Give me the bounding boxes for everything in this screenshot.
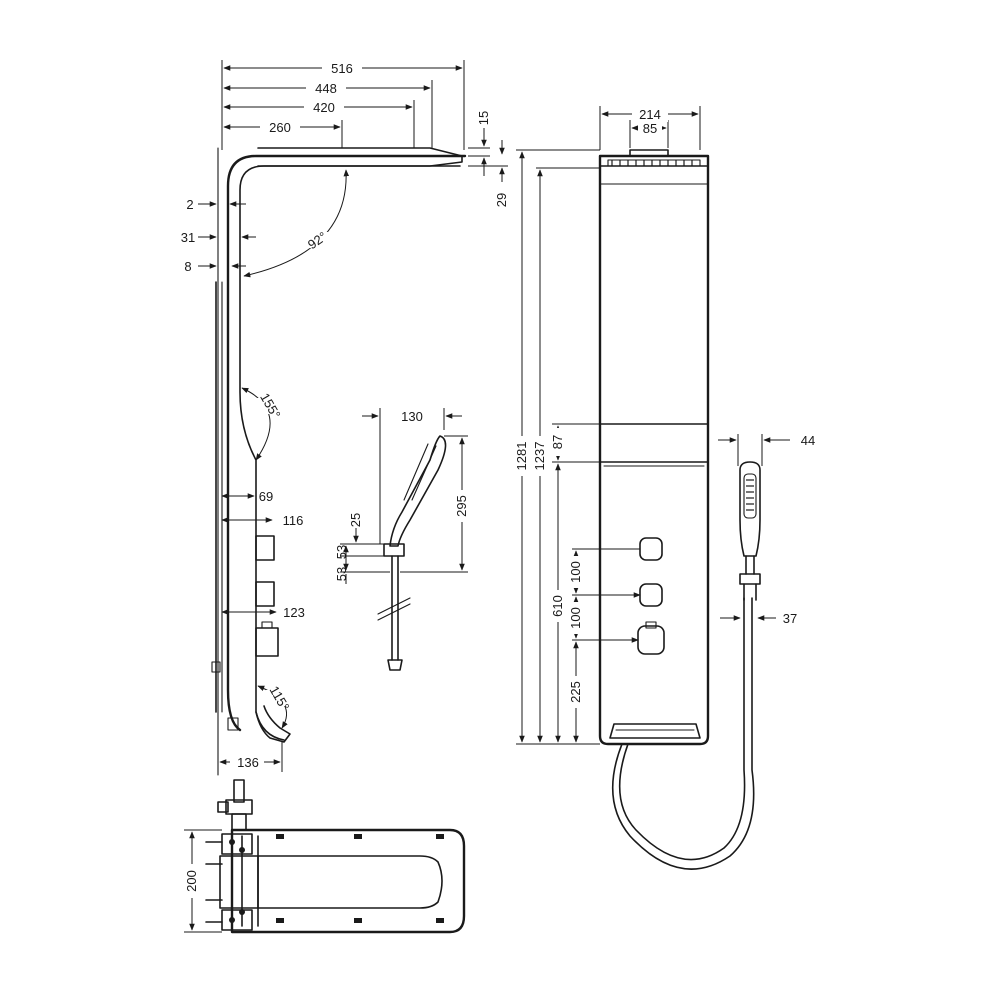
dim-2: 2	[186, 197, 193, 212]
dim-295: 295	[454, 495, 469, 517]
dim-123: 123	[283, 605, 305, 620]
plan-panel-inner	[257, 855, 443, 909]
dim-610: 610	[550, 595, 565, 617]
dim-516: 516	[331, 61, 353, 76]
dim-448: 448	[315, 81, 337, 96]
front-spout	[609, 723, 701, 739]
dim-37: 37	[783, 611, 797, 626]
hose-loop-inner	[618, 597, 746, 861]
plan-view: 200	[184, 779, 466, 934]
handshower-front-body	[739, 461, 761, 557]
dim-225: 225	[568, 681, 583, 703]
mount-slot	[276, 834, 284, 839]
front-view: 214 85 1281 1237 87 610 100 100	[514, 106, 755, 870]
front-knob-upper	[639, 537, 663, 561]
dim-53-lower: 53	[334, 567, 349, 581]
side-view: 516 448 420 260 15 29 2 31 8 92°	[181, 60, 509, 776]
panel-outline	[598, 154, 710, 746]
handshower-holder	[383, 543, 405, 557]
dim-1237: 1237	[532, 442, 547, 471]
dim-85: 85	[643, 121, 657, 136]
dim-214: 214	[639, 107, 661, 122]
dim-8: 8	[184, 259, 191, 274]
dim-200: 200	[184, 870, 199, 892]
side-knob-upper	[255, 535, 275, 561]
angle-155-arc	[241, 387, 271, 461]
angle-92-arc	[243, 169, 350, 278]
dim-130: 130	[401, 409, 423, 424]
handshower-body	[389, 435, 447, 547]
dim-1281: 1281	[514, 442, 529, 471]
front-knob-middle	[639, 583, 663, 607]
plan-valve-block	[219, 855, 259, 909]
dim-100-upper: 100	[568, 561, 583, 583]
front-thermostat	[637, 625, 665, 655]
dim-100-lower: 100	[568, 607, 583, 629]
top-grille	[607, 159, 701, 167]
mount-slot	[436, 834, 444, 839]
dim-25: 25	[348, 513, 363, 527]
mount-slot	[276, 918, 284, 923]
dim-87: 87	[550, 435, 565, 449]
rain-head-top	[629, 149, 669, 157]
column-outline-inner	[239, 165, 461, 741]
dim-15: 15	[476, 111, 491, 125]
column-outline-outer	[226, 154, 467, 732]
dim-31: 31	[181, 230, 195, 245]
handshower-front: 44 37	[718, 433, 815, 626]
plan-panel-outline	[230, 828, 466, 934]
dim-260: 260	[269, 120, 291, 135]
side-thermostat	[255, 627, 279, 657]
rain-head	[257, 147, 463, 167]
mount-slot	[436, 918, 444, 923]
dim-136: 136	[237, 755, 259, 770]
dim-420: 420	[313, 100, 335, 115]
hose-loop-outer	[611, 597, 755, 870]
handshower-detail: 130 295 25 53 53	[334, 408, 470, 671]
dim-44: 44	[801, 433, 815, 448]
handshower-front-holder	[739, 573, 761, 585]
dim-29: 29	[494, 193, 509, 207]
dim-53-upper: 53	[334, 545, 349, 559]
plan-top-valve-stem	[233, 779, 245, 803]
dim-69: 69	[259, 489, 273, 504]
mount-slot	[354, 918, 362, 923]
hose-detail	[391, 555, 399, 661]
dim-116: 116	[283, 513, 304, 528]
mount-slot	[354, 834, 362, 839]
side-knob-middle	[255, 581, 275, 607]
